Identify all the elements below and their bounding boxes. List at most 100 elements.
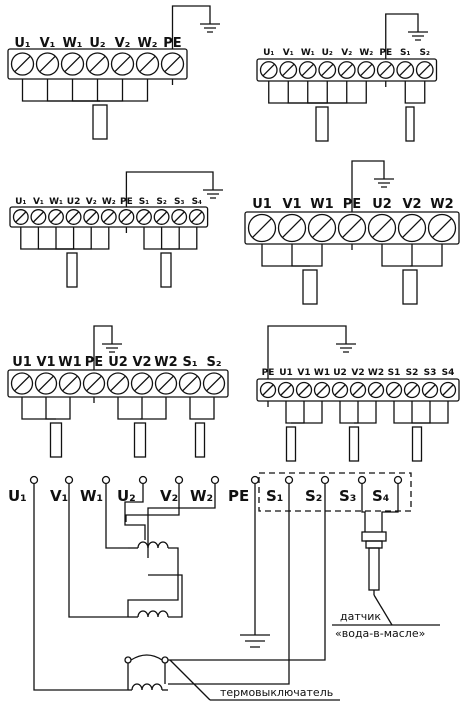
terminal-label: U2 xyxy=(333,368,347,378)
screw-slot xyxy=(182,375,198,392)
terminal-label: S₄ xyxy=(192,197,202,207)
screw-slot xyxy=(64,55,81,73)
screw-slot xyxy=(312,218,332,238)
terminal-screw xyxy=(298,61,317,79)
cable-conductor xyxy=(100,85,149,102)
cable-conductor xyxy=(411,407,417,424)
terminal-label: W₁ xyxy=(49,197,63,207)
terminal-screw xyxy=(160,52,185,76)
screw-slot xyxy=(388,384,400,396)
terminal-screw xyxy=(367,213,397,243)
ground-icon xyxy=(336,343,356,353)
cable-conductor xyxy=(45,403,56,420)
wire-s1 xyxy=(168,484,290,685)
cable-conductor xyxy=(322,87,367,104)
screw-slot xyxy=(360,63,373,77)
cable-conductor xyxy=(339,407,354,424)
screw-slot xyxy=(262,384,274,396)
wire-w1 xyxy=(105,484,128,549)
terminal-label: W₂ xyxy=(137,36,157,51)
cable-jacket xyxy=(402,269,418,305)
terminal-screw xyxy=(337,213,367,243)
terminal-screw xyxy=(85,52,110,76)
terminal-label: S₁ xyxy=(139,197,149,207)
cable-jacket xyxy=(285,426,297,462)
cable-conductor xyxy=(200,403,215,420)
sch-label-s3: S₃ xyxy=(339,487,356,505)
wire-s2 xyxy=(168,484,326,661)
cable-conductor xyxy=(143,233,166,250)
terminal-screw xyxy=(154,372,178,395)
sch-label-w2: W₂ xyxy=(190,487,213,505)
terminal-label: U₁ xyxy=(263,48,274,58)
cable-conductor xyxy=(72,233,110,250)
cable-conductor xyxy=(117,403,140,420)
terminal-screw xyxy=(48,209,64,225)
terminal-label: V2 xyxy=(402,197,421,212)
terminal-label: W₂ xyxy=(102,197,116,207)
screw-slot xyxy=(120,211,132,223)
terminal-screw xyxy=(110,52,135,76)
cable-conductor xyxy=(72,233,75,250)
terminal-label: U2 xyxy=(67,197,81,207)
cable-conductor xyxy=(417,407,431,424)
cable-jacket xyxy=(411,426,423,462)
screw-slot xyxy=(298,384,310,396)
ground-icon xyxy=(374,178,394,188)
screw-slot xyxy=(316,384,328,396)
cable-conductor xyxy=(410,250,443,267)
cable-conductor xyxy=(160,233,166,250)
terminal-label: S₁ xyxy=(182,355,197,370)
screw-slot xyxy=(103,211,115,223)
sensor-terminal-box xyxy=(258,472,412,512)
cable-conductor xyxy=(140,403,167,420)
winding-coil-2 xyxy=(128,574,183,618)
cable-conductor xyxy=(322,87,328,104)
terminal-label: V₂ xyxy=(115,36,131,51)
sensor-caption-line1: датчик xyxy=(340,610,381,623)
terminal-label: S4 xyxy=(442,368,455,378)
screw-slot xyxy=(138,211,150,223)
cable-jacket xyxy=(160,252,172,288)
screw-slot xyxy=(38,375,54,392)
screw-slot xyxy=(282,63,295,77)
sch-label-s1: S₁ xyxy=(266,487,283,505)
cable-jacket xyxy=(315,106,329,142)
screw-slot xyxy=(114,55,131,73)
screw-slot xyxy=(280,384,292,396)
terminal-screw xyxy=(277,213,307,243)
screw-slot xyxy=(424,384,436,396)
terminal-label: U₁ xyxy=(14,36,30,51)
screw-slot xyxy=(342,218,362,238)
terminal-label: V1 xyxy=(36,355,55,370)
cable-conductor xyxy=(72,233,92,250)
cable-conductor xyxy=(96,85,100,102)
screw-slot xyxy=(158,375,174,392)
screw-slot xyxy=(418,63,431,77)
terminal-screw xyxy=(178,372,202,395)
screw-slot xyxy=(372,218,392,238)
pe-lead xyxy=(351,160,385,212)
cable-jacket xyxy=(133,422,147,458)
terminal-screw xyxy=(10,52,35,76)
cable-conductor xyxy=(291,407,305,424)
terminal-label: W₁ xyxy=(62,36,82,51)
ground-icon xyxy=(102,343,122,353)
pe-lead xyxy=(93,325,113,370)
terminal-label: W2 xyxy=(430,197,453,212)
screw-slot xyxy=(402,218,422,238)
terminal-label: W1 xyxy=(58,355,81,370)
terminal-screw xyxy=(153,209,170,225)
screw-slot xyxy=(68,211,80,223)
terminal-screw xyxy=(135,52,160,76)
terminal-screw xyxy=(118,209,135,225)
cable-conductor xyxy=(410,250,413,267)
terminal-label: U₂ xyxy=(322,48,333,58)
terminal-screw xyxy=(396,61,415,79)
cable-jacket xyxy=(92,104,108,140)
screw-slot xyxy=(432,218,452,238)
terminal-screw xyxy=(136,209,152,225)
terminal-screw xyxy=(100,209,117,225)
